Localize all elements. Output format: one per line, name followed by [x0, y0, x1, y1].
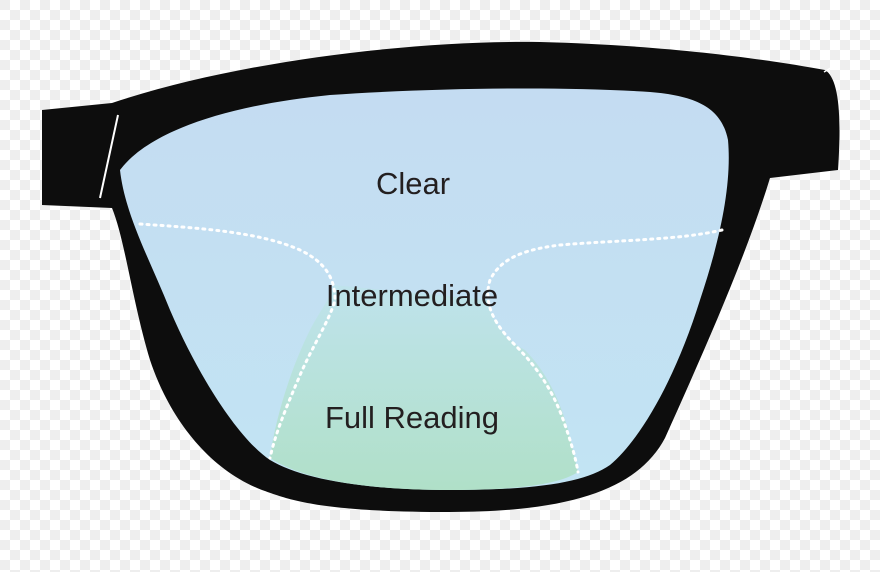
lens-surface — [120, 88, 729, 490]
reading-zone — [270, 285, 578, 490]
intermediate-zone-label: Intermediate — [326, 278, 498, 313]
frame-hinge-highlight — [99, 114, 119, 199]
reading-zone-label: Full Reading — [325, 400, 499, 435]
frame-edge-highlight — [823, 65, 835, 73]
clear-zone-label: Clear — [376, 166, 450, 201]
clear-zone-boundary-right — [486, 228, 724, 474]
clear-zone-boundary-left — [138, 222, 337, 460]
